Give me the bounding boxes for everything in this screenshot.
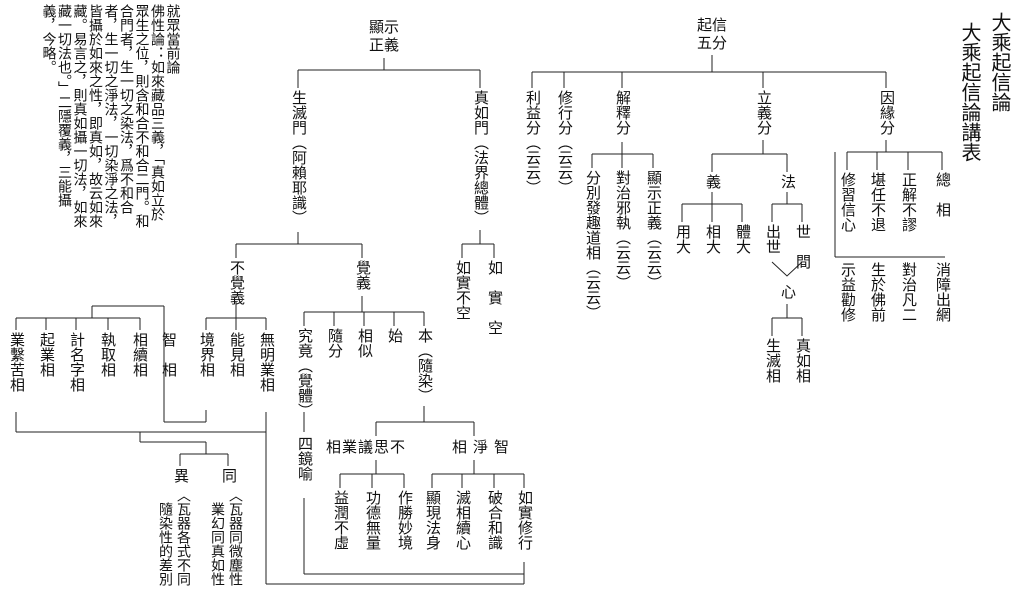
- node-shi-jue: 始: [386, 328, 404, 343]
- node-zhi-xiang: 智 相: [160, 332, 178, 377]
- node-jiming: 計名字相: [68, 332, 86, 392]
- node-yi-sub2: 隨染性的差別: [157, 502, 173, 586]
- node-busiyi-ye: 不思議業相: [326, 438, 407, 456]
- node-gongde-wuliang: 功德無量: [364, 490, 382, 550]
- node-jingjie: 境界相: [198, 332, 216, 377]
- node-ben-jue: 本（隨染）: [416, 328, 434, 403]
- node-sijing-yu: 四鏡喻: [296, 436, 314, 481]
- node-rushi-kong: 如 實 空: [486, 260, 504, 335]
- node-yi: 義: [704, 174, 722, 189]
- node-tong-sub: 〈瓦器同微塵性: [227, 488, 243, 586]
- node-zhenru-xiang: 真如相: [794, 338, 812, 383]
- node-kanren-sub: 生於佛前: [869, 262, 887, 322]
- node-liyi-fen: 利益分（云云）: [524, 90, 542, 195]
- commentary-line: 者，生一切之淨法，一切染淨之法，: [102, 4, 119, 228]
- node-zuosheng-miaojing: 作勝妙境: [396, 490, 414, 550]
- node-shengmie-xiang: 生滅相: [764, 338, 782, 383]
- xianshi-root-b: 正義: [369, 36, 400, 54]
- commentary-line: 藏。易言之，則真如攝一切法，如來: [71, 4, 88, 228]
- node-xiangsi-jue: 相似: [356, 328, 374, 358]
- node-tong-sub2: 業幻同真如性: [209, 502, 225, 586]
- node-shengmie-men: 生滅門（阿賴耶識）: [290, 90, 308, 225]
- five-root-top: 起信: [697, 16, 728, 34]
- commentary-line: 眾生之位，則含和合不和合二門。和: [133, 4, 150, 228]
- node-zhijing-xiang: 智淨相: [452, 438, 516, 456]
- node-rushi-bukong: 如實不空: [454, 260, 472, 320]
- node-zhiqu: 執取相: [99, 332, 117, 377]
- node-jiujing-jue: 究竟（覺體）: [296, 328, 314, 418]
- node-yi-diff: 異: [172, 468, 190, 483]
- node-mie-xiangxu: 滅相續心: [454, 490, 472, 550]
- node-kanren: 堪任不退: [869, 172, 887, 232]
- node-shijian: 世 間: [794, 224, 812, 269]
- node-suifen-jue: 隨分: [326, 328, 344, 358]
- node-qiye: 起業相: [38, 332, 56, 377]
- node-ti-da: 體大: [734, 224, 752, 254]
- xianshi-root: 顯示: [369, 18, 400, 36]
- node-fa: 法: [779, 174, 797, 189]
- node-fenbie: 分別發趣道相（云云）: [584, 170, 602, 320]
- node-xiangxu: 相續相: [131, 332, 149, 377]
- node-bujue-yi: 不覺義: [228, 260, 246, 305]
- commentary-line: 就眾當前論: [164, 4, 181, 74]
- node-xiang-da: 相大: [704, 224, 722, 254]
- node-yexi-ku: 業繫苦相: [8, 332, 26, 392]
- node-wuming-ye: 無明業相: [258, 332, 276, 392]
- node-yi-sub: 〈瓦器各式不同: [175, 488, 191, 586]
- commentary-line: 皆攝於如來之性，即真如，故云如來: [87, 4, 103, 228]
- node-jue-yi: 覺義: [354, 260, 372, 290]
- node-yirun-buxu: 益潤不虛: [332, 490, 350, 550]
- node-zong-sub: 消障出網: [934, 262, 952, 322]
- node-xianxian-fashen: 顯現法身: [424, 490, 442, 550]
- node-pohe-heshi: 破合和識: [486, 490, 504, 550]
- node-zong: 總 相: [934, 172, 952, 217]
- node-zhengjie-sub: 對治凡二: [900, 262, 918, 322]
- node-neng-jian: 能見相: [228, 332, 246, 377]
- node-duizhi-xiezhi: 對治邪執（云云）: [614, 170, 632, 290]
- node-jieshi: 解釋分: [614, 90, 632, 135]
- title: 大乘起信論: [988, 12, 1012, 112]
- commentary-line: 佛性論：如來藏品三義，「真如立於: [149, 4, 165, 221]
- node-xiuxi-sub: 示益勸修: [839, 262, 857, 322]
- five-root: 五分: [697, 34, 728, 52]
- commentary-line: 義，今略。: [40, 4, 57, 74]
- node-xianshi-zhengyi: 顯示正義（云云）: [645, 170, 663, 290]
- commentary-line: 藏一切法也。」二隱覆義，三能攝: [56, 4, 72, 207]
- node-yinyuan: 因緣分: [878, 90, 896, 135]
- node-zhenru-men: 真如門（法界總體）: [472, 90, 490, 225]
- commentary-block: 就眾當前論 佛性論：如來藏品三義，「真如立於 眾生之位，則含和合不和合二門。和 …: [40, 4, 181, 304]
- node-rushi-xiuxing: 如實修行: [516, 490, 534, 550]
- node-xiuxing: 修行分（云云）: [556, 90, 574, 195]
- subtitle: 大乘起信論講表: [958, 22, 982, 162]
- node-liyi: 立義分: [755, 90, 773, 135]
- node-yong-da: 用大: [674, 224, 692, 254]
- node-chushi: 出世: [764, 224, 782, 254]
- node-xiuxi: 修習信心: [839, 172, 857, 232]
- commentary-line: 合門者，生一切之染法，爲不和合: [118, 4, 134, 214]
- node-xin: 心: [779, 284, 797, 299]
- node-tong: 同: [220, 468, 238, 483]
- node-zhengjie: 正解不謬: [900, 172, 918, 232]
